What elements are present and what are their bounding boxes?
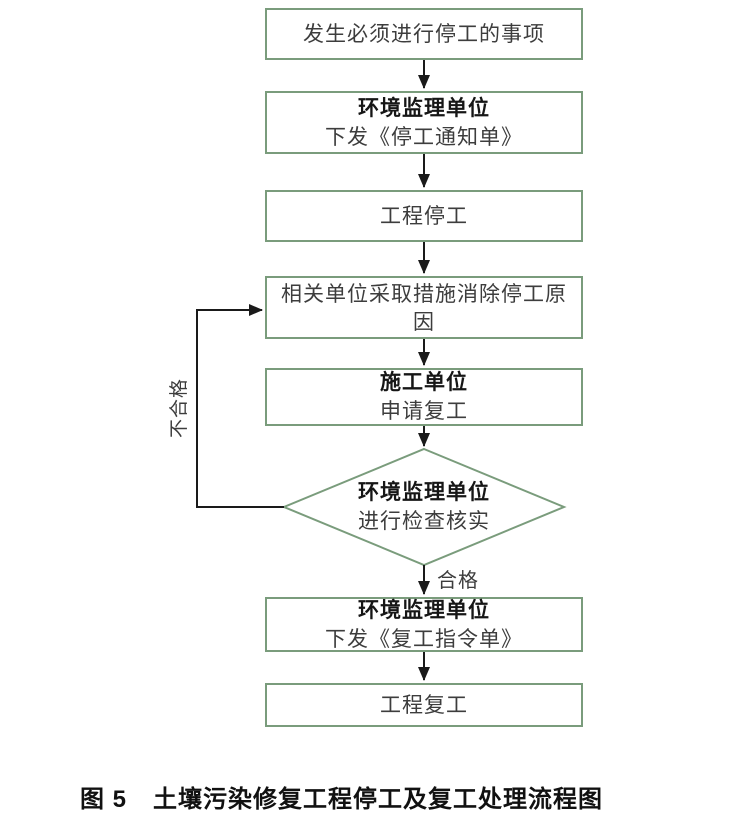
- figure-caption-title: 土壤污染修复工程停工及复工处理流程图: [153, 786, 604, 813]
- flow-node-work-resume-text: 工程复工: [380, 693, 468, 717]
- flow-node-eliminate-cause: 相关单位采取措施消除停工原因: [265, 276, 583, 339]
- flow-node-event: 发生必须进行停工的事项: [265, 8, 583, 60]
- flow-node-work-stop-text: 工程停工: [380, 204, 468, 228]
- flow-node-inspect-decision: 环境监理单位 进行检查核实: [294, 477, 554, 537]
- flow-node-resume-order: 环境监理单位 下发《复工指令单》: [265, 597, 583, 652]
- flow-node-apply-resume-text: 申请复工: [380, 399, 468, 423]
- flow-node-stop-notice-text: 下发《停工通知单》: [325, 124, 523, 149]
- flow-node-stop-notice-title: 环境监理单位: [358, 96, 490, 120]
- flow-node-stop-notice: 环境监理单位 下发《停工通知单》: [265, 91, 583, 154]
- flow-node-apply-resume-title: 施工单位: [380, 371, 468, 394]
- edge-label-pass: 合格: [437, 570, 479, 592]
- flow-node-event-text: 发生必须进行停工的事项: [303, 22, 545, 46]
- flow-node-apply-resume: 施工单位 申请复工: [265, 368, 583, 426]
- figure-caption-number: 图 5: [80, 786, 128, 813]
- flow-node-resume-order-text: 下发《复工指令单》: [325, 626, 523, 651]
- flow-node-work-stop: 工程停工: [265, 190, 583, 242]
- flow-node-resume-order-title: 环境监理单位: [358, 598, 490, 622]
- flow-node-inspect-text: 进行检查核实: [358, 509, 490, 533]
- flow-node-eliminate-cause-text: 相关单位采取措施消除停工原因: [281, 281, 567, 334]
- flow-node-inspect-title: 环境监理单位: [358, 481, 490, 504]
- edge-label-fail: 不合格: [169, 378, 190, 439]
- figure-caption: 图 5 土壤污染修复工程停工及复工处理流程图: [80, 779, 603, 814]
- flow-node-work-resume: 工程复工: [265, 683, 583, 727]
